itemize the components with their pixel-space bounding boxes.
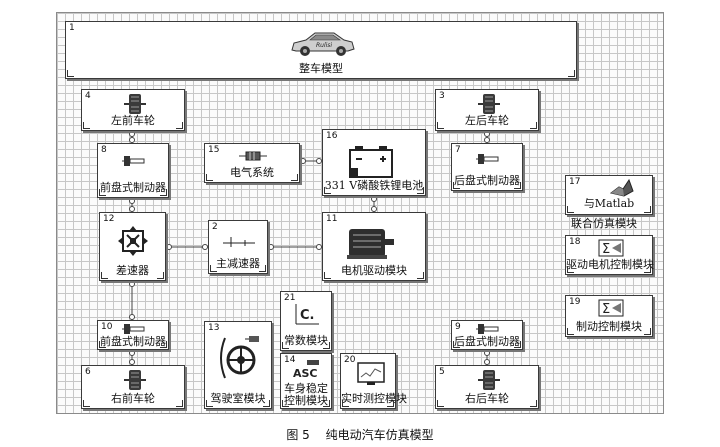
block-number: 15 [208,145,220,155]
block-label: 驱动电机控制模块 [566,258,654,271]
block-constant[interactable]: 21 C. 常数模块 [280,291,332,351]
block-number: 16 [326,131,338,141]
block-front-left-wheel[interactable]: 4 左前车轮 [81,89,185,131]
block-drive-motor-control[interactable]: 18 Σ 驱动电机控制模块 [565,235,654,275]
resistor-icon [239,150,267,162]
block-front-disc-brake-right[interactable]: 10 前盘式制动器 [97,320,169,350]
block-rear-disc-brake-left[interactable]: 7 后盘式制动器 [451,143,523,191]
figure-caption: 图 5 纯电动汽车仿真模型 [0,426,720,443]
figure-number: 图 5 [286,428,310,442]
disc-brake-icon [476,152,500,166]
block-label: 驾驶室模块 [210,392,266,405]
block-matlab-cosim[interactable]: 17 与Matlab [565,175,653,215]
car-icon: Rulisi [288,28,356,58]
block-differential[interactable]: 12 差速器 [99,212,166,281]
disc-brake-icon [122,154,146,168]
steering-wheel-icon [215,334,263,382]
block-label-2: 控制模块 [284,394,328,407]
wheel-icon [478,93,500,115]
wheel-icon [124,93,146,115]
block-rear-left-wheel[interactable]: 3 左后车轮 [435,89,539,131]
block-number: 4 [85,91,91,101]
block-number: 21 [284,293,296,303]
block-label: 右后车轮 [465,392,509,405]
svg-text:Σ: Σ [602,302,610,317]
block-number: 17 [569,177,581,187]
block-number: 9 [455,322,461,332]
svg-text:Σ: Σ [602,242,610,257]
block-number: 10 [101,322,113,332]
block-label: 331 V磷酸铁锂电池 [324,179,424,192]
block-label: 整车模型 [299,62,343,75]
motor-icon [347,225,395,261]
sigma-control-icon: Σ [598,239,624,257]
block-number: 8 [101,145,107,155]
block-label: 电机驱动模块 [341,264,407,277]
block-number: 5 [439,367,445,377]
block-label: 后盘式制动器 [454,174,520,187]
matlab-icon [610,179,634,197]
block-body-stability[interactable]: 14 ASC 车身稳定 控制模块 [280,353,332,409]
block-rear-disc-brake-right[interactable]: 9 后盘式制动器 [451,320,523,350]
block-label: 前盘式制动器 [100,335,166,348]
model-canvas: 1 Rulisi 整车模型 4 左前车轮 3 [56,12,664,414]
block-number: 2 [212,222,218,232]
block-motor-drive[interactable]: 11 电机驱动模块 [322,212,426,281]
block-vehicle-model[interactable]: 1 Rulisi 整车模型 [65,21,577,79]
asc-icon: ASC [291,360,325,380]
block-label: 左后车轮 [465,114,509,127]
block-label: 右前车轮 [111,392,155,405]
wheel-icon [124,369,146,391]
block-electric-system[interactable]: 15 电气系统 [204,143,300,183]
block-realtime-control[interactable]: 20 实时测控模块 [340,353,407,409]
block-number: 12 [103,214,115,224]
constant-icon: C. [293,302,321,326]
block-label: 前盘式制动器 [100,181,166,194]
block-number: 11 [326,214,338,224]
block-number: 14 [284,355,296,365]
block-rear-right-wheel[interactable]: 5 右后车轮 [435,365,539,409]
battery-icon [349,144,393,178]
car-logo-text: Rulisi [316,42,332,49]
block-number: 19 [569,297,581,307]
figure-title: 纯电动汽车仿真模型 [325,428,434,442]
block-label: 左前车轮 [111,114,155,127]
block-label: 制动控制模块 [576,320,642,333]
block-number: 7 [455,145,461,155]
block-label: 后盘式制动器 [454,335,520,348]
disc-brake-icon [476,323,500,335]
block-number: 18 [569,237,581,247]
block-label: 差速器 [116,264,149,277]
differential-icon [117,225,149,257]
block-number: 3 [439,91,445,101]
block-matlab-cosim-label-2: 联合仿真模块 [571,217,637,230]
block-label: 电气系统 [230,166,274,179]
block-driver-cab[interactable]: 13 驾驶室模块 [204,321,272,409]
gear-reducer-icon [223,233,255,249]
block-number: 6 [85,367,91,377]
block-front-right-wheel[interactable]: 6 右前车轮 [81,365,185,409]
connection-wires [129,131,490,365]
block-label: 主减速器 [216,257,260,270]
monitor-icon [357,362,385,386]
sigma-control-icon: Σ [598,299,624,317]
block-label: 车身稳定 [284,382,328,395]
block-final-reducer[interactable]: 2 主减速器 [208,220,268,274]
block-number: 13 [208,323,220,333]
block-label: 常数模块 [284,334,328,347]
block-front-disc-brake-left[interactable]: 8 前盘式制动器 [97,143,169,198]
svg-text:ASC: ASC [293,367,318,380]
block-label: 实时测控模块 [341,392,407,405]
disc-brake-icon [122,323,146,335]
wheel-icon [478,369,500,391]
block-number: 1 [69,23,75,33]
block-brake-control[interactable]: 19 Σ 制动控制模块 [565,295,653,337]
svg-text:C.: C. [300,308,314,323]
block-label: 与Matlab [583,197,635,210]
block-battery[interactable]: 16 331 V磷酸铁锂电池 [322,129,426,196]
block-number: 20 [344,355,356,365]
